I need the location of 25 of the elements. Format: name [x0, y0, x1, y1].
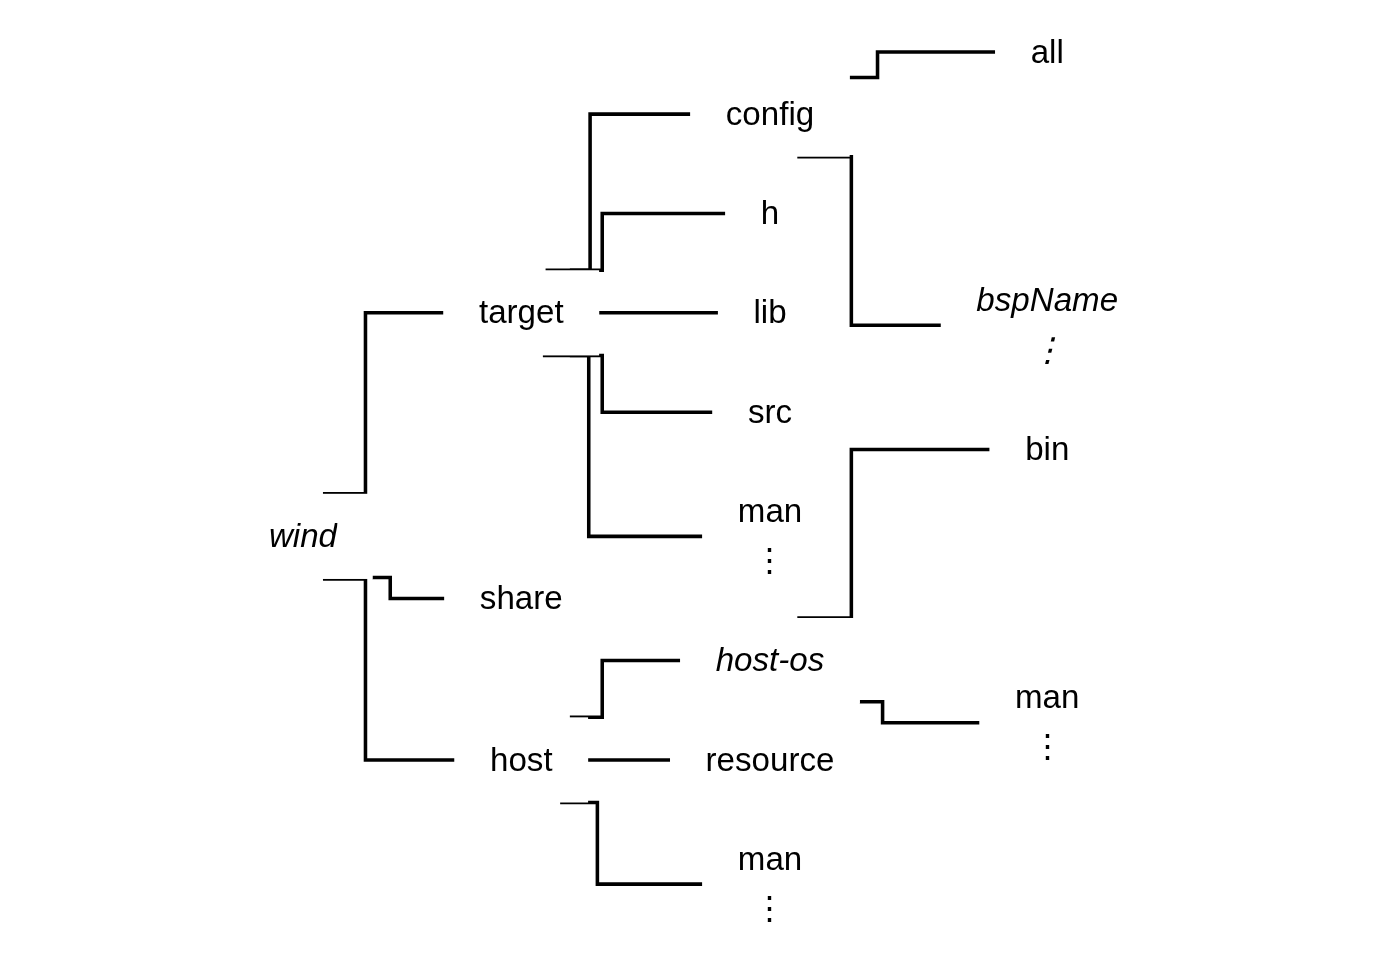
connector — [322, 311, 444, 496]
connector — [322, 577, 455, 762]
connector — [545, 112, 691, 273]
connector — [542, 353, 703, 539]
connector — [797, 154, 941, 328]
connector — [849, 50, 996, 80]
node-text: all — [1030, 33, 1064, 70]
node-text: man ⋮ — [737, 840, 803, 927]
node-text: h — [760, 194, 780, 232]
node-text: resource — [705, 741, 835, 778]
node-text: src — [747, 393, 793, 430]
connector — [560, 800, 703, 886]
connector — [569, 658, 681, 720]
connector — [588, 758, 671, 762]
connector — [372, 575, 445, 601]
connector — [859, 700, 980, 725]
node-text: bspName ⋮ — [976, 281, 1119, 368]
node-text: bin — [1025, 430, 1070, 468]
connector — [797, 447, 990, 620]
node-text: lib — [753, 293, 787, 331]
connector — [569, 211, 726, 273]
node-text: man ⋮ — [737, 492, 803, 579]
node-text: man ⋮ — [1015, 678, 1080, 766]
connector — [599, 311, 718, 315]
node-text: share — [479, 579, 563, 617]
